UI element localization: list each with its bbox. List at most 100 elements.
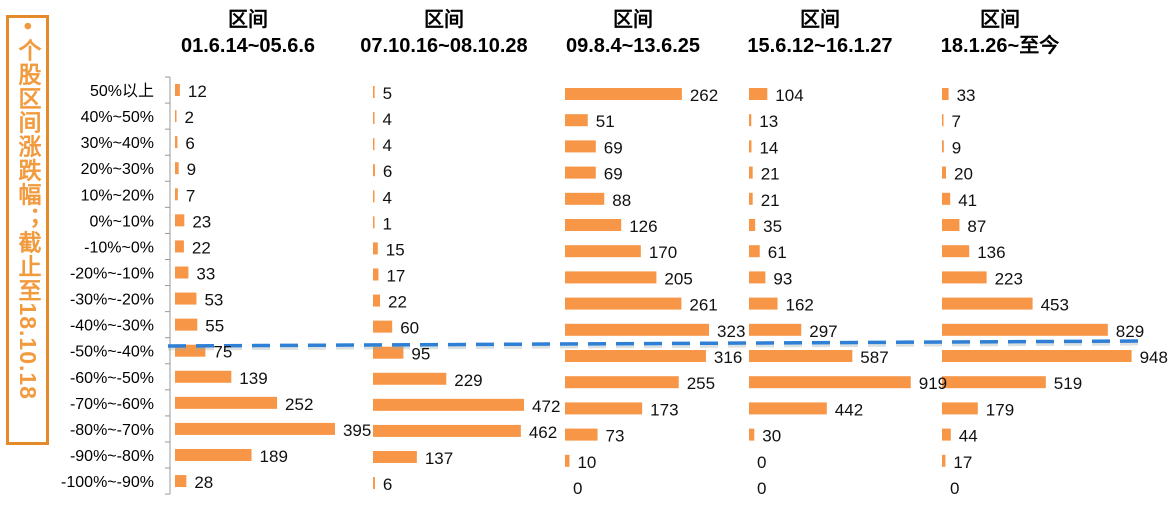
data-label: 137 [425,449,453,468]
data-label: 30 [762,427,781,446]
data-label: 179 [986,400,1014,419]
data-label: 35 [763,217,782,236]
data-label: 28 [194,473,213,492]
bar [942,454,946,467]
bar [373,424,521,437]
bar [749,88,768,100]
data-label: 9 [187,160,196,179]
data-label: 69 [604,165,623,184]
data-label: 442 [835,400,863,419]
data-label: 126 [629,217,657,236]
bar [565,88,682,100]
category-label: -60%~-50% [70,370,154,387]
data-label: 262 [690,86,718,105]
data-label: 9 [952,138,961,157]
data-label: 60 [400,319,419,338]
data-label: 7 [952,112,961,131]
data-label: 139 [239,369,267,388]
data-label: 7 [186,186,195,205]
data-label: 10 [577,453,596,472]
panel-subtitle: 07.10.16~08.10.28 [360,35,527,57]
data-label: 95 [411,345,430,364]
bar [175,344,206,357]
bar [565,428,598,441]
data-label: 6 [383,162,392,181]
bar [175,214,185,227]
data-label: 316 [714,348,742,367]
data-label: 21 [761,165,780,184]
panel-title: 区间 [980,8,1020,31]
data-label: 0 [950,479,959,498]
data-label: 6 [383,475,392,494]
bar [373,164,375,177]
data-label: 12 [188,82,207,101]
bar [175,292,197,305]
side-label: • 个股区间涨跌幅；截止至18.10.18 [15,22,41,400]
panel-subtitle: 01.6.14~05.6.6 [181,35,315,57]
data-label: 323 [717,322,745,341]
bar [175,266,189,279]
data-label: 20 [954,165,973,184]
bar [373,372,447,385]
data-label: 297 [809,322,837,341]
bar [175,422,335,435]
reference-line [167,339,1147,348]
bar [565,166,596,179]
data-label: 69 [604,138,623,157]
data-label: 6 [185,134,194,153]
panel-title: 区间 [228,8,268,31]
bar [373,112,375,125]
bar [175,318,198,331]
bar [373,268,379,281]
bar [175,136,178,149]
data-label: 53 [204,291,223,310]
bar [565,323,710,336]
bar [942,88,949,100]
bar [749,140,752,153]
data-label: 829 [1116,322,1144,341]
bar [373,216,375,229]
bar [565,192,605,205]
data-label: 4 [383,110,392,129]
bar [942,140,944,153]
bar [373,320,393,333]
data-label: 75 [213,343,232,362]
data-label: 4 [383,188,392,207]
data-label: 44 [959,427,978,446]
bar [565,140,596,153]
category-label: -50%~-40% [70,344,154,361]
data-label: 87 [967,217,986,236]
bar [749,428,755,441]
bar [749,323,802,336]
bar [942,376,1046,389]
bar [175,110,177,123]
data-label: 462 [529,423,557,442]
data-label: 104 [775,86,803,105]
data-label: 170 [649,243,677,262]
bar [942,114,944,127]
bar [942,166,946,179]
bar [373,450,417,463]
bar [373,346,404,359]
bar [942,350,1132,362]
category-label: 10%~20% [81,187,154,204]
data-label: 17 [386,266,405,285]
category-label: -30%~-20% [70,292,154,309]
data-label: 21 [761,191,780,210]
bar [942,271,987,284]
panel-title: 区间 [800,8,840,31]
data-label: 5 [383,84,392,103]
data-label: 33 [957,86,976,105]
category-label: -40%~-30% [70,318,154,335]
category-label: 50%以上 [90,82,154,100]
panel-title: 区间 [424,8,464,31]
bar [749,245,760,258]
bar [373,190,375,203]
data-label: 919 [919,374,947,393]
data-label: 55 [205,317,224,336]
category-label: -20%~-10% [70,265,154,282]
bar [942,297,1033,310]
category-label: 20%~30% [81,161,154,178]
data-label: 88 [612,191,631,210]
